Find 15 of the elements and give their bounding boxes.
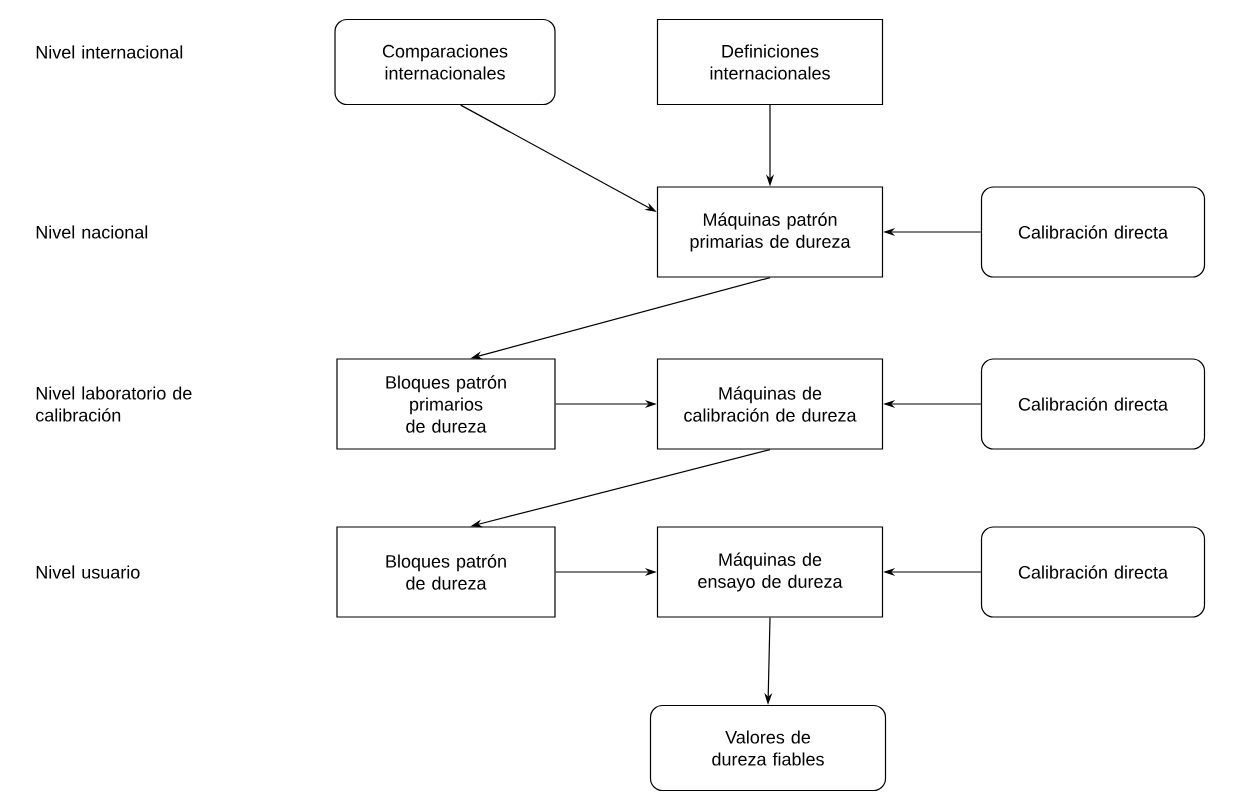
rounded-box: Valores de dureza fiables xyxy=(649,704,887,792)
rounded-box: Calibración directa xyxy=(980,358,1206,450)
level-label: Nivel nacional xyxy=(36,225,148,239)
level-label: Nivel laboratorio de calibración xyxy=(36,386,192,422)
process-box: Máquinas patrón primarias de dureza xyxy=(656,186,884,278)
process-box: Máquinas de ensayo de dureza xyxy=(656,526,884,618)
level-label: Nivel internacional xyxy=(36,45,183,59)
process-box: Bloques patrón primarios de dureza xyxy=(336,358,556,450)
process-box: Máquinas de calibración de dureza xyxy=(656,358,884,450)
rounded-box: Calibración directa xyxy=(980,526,1206,618)
rounded-box: Calibración directa xyxy=(980,186,1206,278)
rounded-box: Comparaciones internacionales xyxy=(334,18,556,106)
process-box: Bloques patrón de dureza xyxy=(336,526,556,618)
process-box: Definiciones internacionales xyxy=(656,18,884,106)
level-label: Nivel usuario xyxy=(36,565,140,579)
